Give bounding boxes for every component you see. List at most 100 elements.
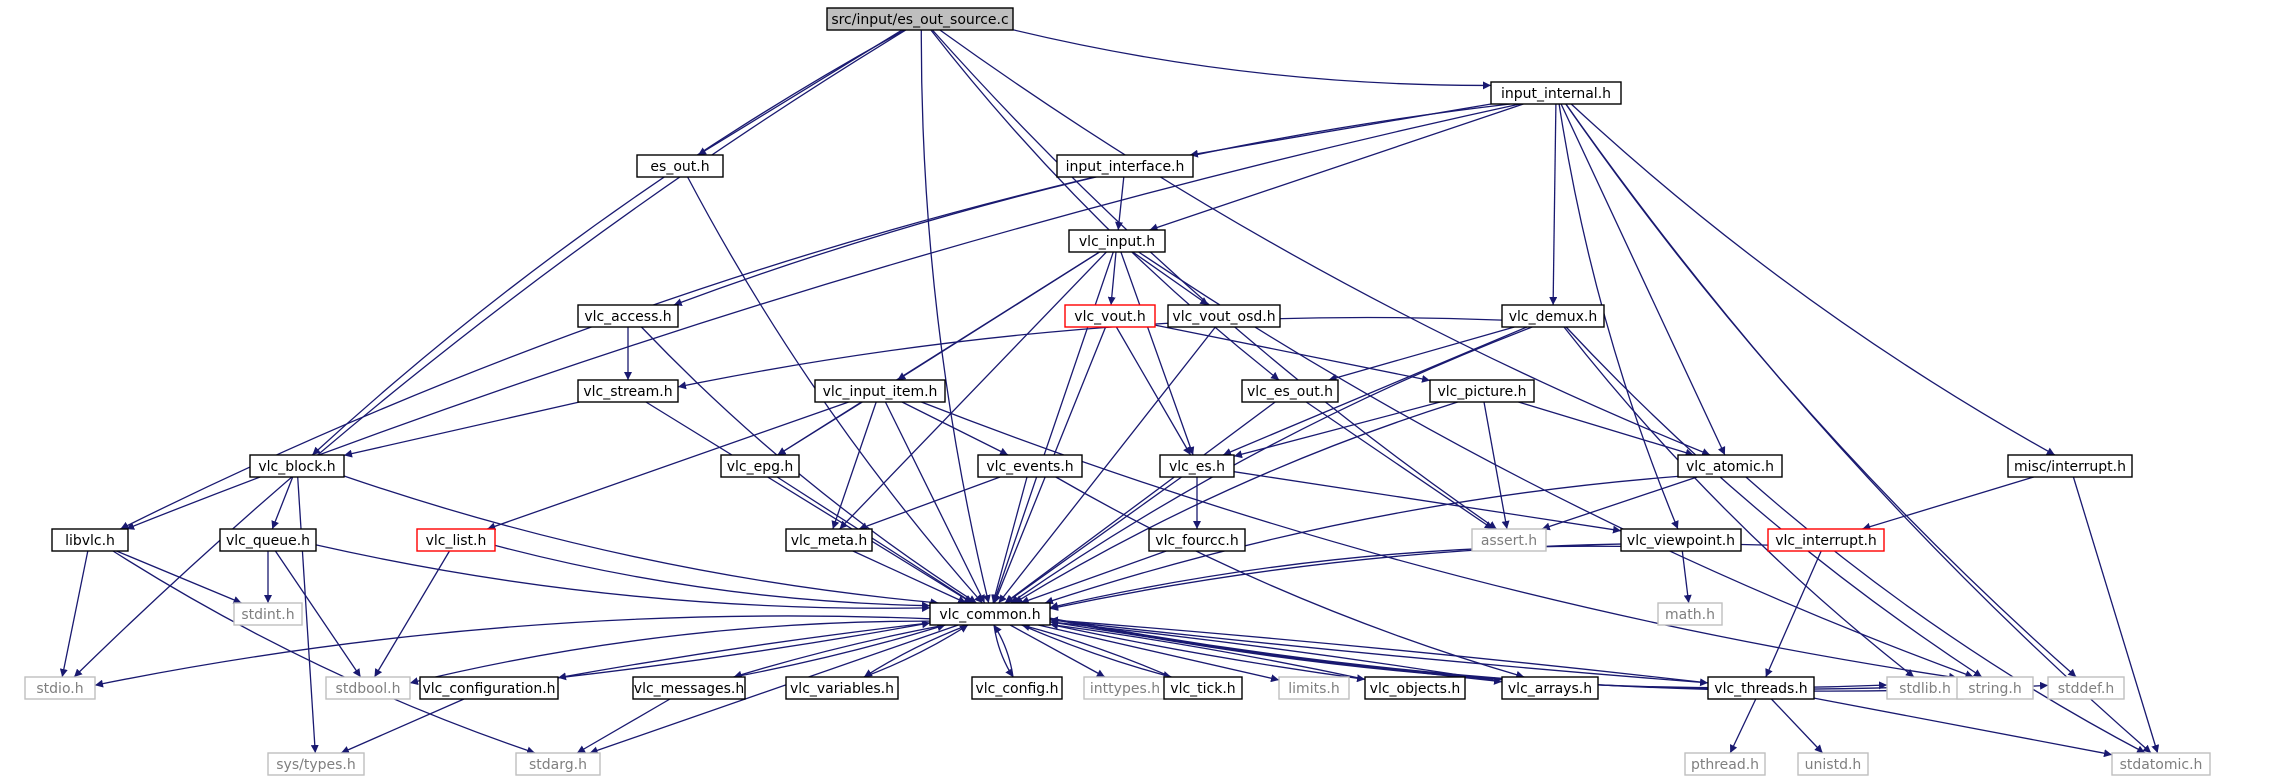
- node-vlc-epg[interactable]: vlc_epg.h: [720, 454, 800, 478]
- edge-vlc_messages-to-stdarg: [576, 698, 671, 754]
- node-box: [785, 528, 873, 552]
- edge-vlc_common-to-stdbool: [409, 620, 931, 686]
- node-box: [1620, 528, 1742, 552]
- node-vlc-stream[interactable]: vlc_stream.h: [577, 379, 679, 403]
- edge-vlc_es_out-to-assert: [1305, 401, 1494, 530]
- node-vlc-block[interactable]: vlc_block.h: [249, 454, 345, 478]
- node-box: [1490, 81, 1622, 105]
- edge-vlc_messages-to-vlc_common: [733, 623, 946, 678]
- node-label: vlc_demux.h: [1509, 309, 1598, 325]
- edge-src-to-vlc_es_out: [930, 29, 1280, 381]
- edge-vlc_list-to-stdbool: [373, 550, 451, 678]
- edge-libvlc-to-stdarg: [112, 550, 536, 755]
- node-vlc-messages[interactable]: vlc_messages.h: [632, 676, 746, 700]
- node-vlc-es-out[interactable]: vlc_es_out.h: [1241, 379, 1339, 403]
- edge-vlc_atomic-to-stdatomic: [1745, 476, 2146, 754]
- edge-vlc_threads-to-unistd: [1770, 698, 1824, 754]
- node-vlc-viewpoint[interactable]: vlc_viewpoint.h: [1620, 528, 1742, 552]
- node-box: [1677, 454, 1783, 478]
- node-stddef: stddef.h: [2047, 676, 2125, 700]
- edge-input_internal-to-stdatomic: [1565, 103, 2152, 754]
- node-vlc-vout-osd[interactable]: vlc_vout_osd.h: [1167, 304, 1281, 328]
- edge-src-to-assert: [931, 29, 1497, 530]
- node-es-out[interactable]: es_out.h: [636, 154, 724, 178]
- edge-vlc_queue-to-stdbool: [274, 550, 362, 678]
- edge-vlc_block-to-sys_types: [297, 476, 319, 754]
- edge-vlc_common-to-vlc_variables: [863, 624, 969, 678]
- node-vlc-atomic[interactable]: vlc_atomic.h: [1677, 454, 1783, 478]
- node-vlc-interrupt[interactable]: vlc_interrupt.h: [1767, 528, 1885, 552]
- node-label: vlc_access.h: [584, 309, 671, 325]
- node-vlc-variables[interactable]: vlc_variables.h: [785, 676, 899, 700]
- node-vlc-common[interactable]: vlc_common.h: [929, 602, 1051, 626]
- node-label: vlc_block.h: [258, 459, 335, 475]
- node-vlc-tick[interactable]: vlc_tick.h: [1163, 676, 1243, 700]
- node-label: assert.h: [1481, 533, 1537, 549]
- node-vlc-access[interactable]: vlc_access.h: [577, 304, 679, 328]
- node-box: [1684, 752, 1766, 776]
- edge-vlc_config-to-vlc_common: [993, 624, 1014, 678]
- edge-misc_interrupt-to-vlc_interrupt: [1862, 476, 2034, 531]
- node-stdbool: stdbool.h: [325, 676, 411, 700]
- edge-input_internal-to-libvlc: [125, 103, 1521, 530]
- node-label: inttypes.h: [1090, 681, 1160, 697]
- node-label: sys/types.h: [276, 757, 355, 773]
- node-vlc-list[interactable]: vlc_list.h: [416, 528, 496, 552]
- edge-vlc_input-to-vlc_es: [1120, 251, 1195, 456]
- node-vlc-config[interactable]: vlc_config.h: [971, 676, 1063, 700]
- node-vlc-queue[interactable]: vlc_queue.h: [219, 528, 317, 552]
- node-label: stdatomic.h: [2120, 757, 2203, 773]
- node-box: [1064, 304, 1156, 328]
- node-box: [1056, 154, 1194, 178]
- node-vlc-configuration[interactable]: vlc_configuration.h: [419, 676, 559, 700]
- node-label: vlc_fourcc.h: [1155, 533, 1238, 549]
- node-stdatomic: stdatomic.h: [2111, 752, 2211, 776]
- node-libvlc[interactable]: libvlc.h: [51, 528, 129, 552]
- edge-vlc_common-to-stdio: [94, 615, 931, 688]
- edge-src-to-stdio: [73, 29, 907, 678]
- node-vlc-input-item[interactable]: vlc_input_item.h: [814, 379, 946, 403]
- node-vlc-picture[interactable]: vlc_picture.h: [1429, 379, 1535, 403]
- node-box: [249, 454, 345, 478]
- edge-vlc_objects-to-vlc_common: [1049, 621, 1366, 680]
- edge-vlc_events-to-vlc_common: [991, 476, 1028, 604]
- node-label: vlc_configuration.h: [422, 681, 555, 697]
- node-box: [1068, 229, 1166, 253]
- node-input-interface[interactable]: input_interface.h: [1056, 154, 1194, 178]
- node-inttypes: inttypes.h: [1083, 676, 1167, 700]
- node-vlc-input[interactable]: vlc_input.h: [1068, 229, 1166, 253]
- node-pthread: pthread.h: [1684, 752, 1766, 776]
- node-vlc-objects[interactable]: vlc_objects.h: [1364, 676, 1466, 700]
- node-box: [720, 454, 800, 478]
- node-unistd: unistd.h: [1797, 752, 1869, 776]
- node-box: [24, 676, 96, 700]
- edge-vlc_common-to-vlc_messages: [733, 624, 946, 679]
- edge-vlc_picture-to-assert: [1483, 401, 1510, 530]
- node-vlc-threads[interactable]: vlc_threads.h: [1707, 676, 1815, 700]
- node-misc-interrupt[interactable]: misc/interrupt.h: [2007, 454, 2133, 478]
- node-vlc-meta[interactable]: vlc_meta.h: [785, 528, 873, 552]
- edge-vlc_configuration-to-vlc_common: [557, 620, 931, 679]
- node-vlc-vout[interactable]: vlc_vout.h: [1064, 304, 1156, 328]
- edge-vlc_viewpoint-to-vlc_common: [1049, 545, 1622, 610]
- node-box: [577, 304, 679, 328]
- edge-vlc_demux-to-vlc_es_out: [1328, 326, 1515, 382]
- node-vlc-arrays[interactable]: vlc_arrays.h: [1501, 676, 1599, 700]
- node-vlc-fourcc[interactable]: vlc_fourcc.h: [1148, 528, 1246, 552]
- node-vlc-demux[interactable]: vlc_demux.h: [1501, 304, 1605, 328]
- node-input-internal[interactable]: input_internal.h: [1490, 81, 1622, 105]
- node-box: [1707, 676, 1815, 700]
- node-vlc-events[interactable]: vlc_events.h: [977, 454, 1083, 478]
- node-box: [1167, 304, 1281, 328]
- node-label: string.h: [1968, 681, 2022, 697]
- node-box: [1471, 528, 1547, 552]
- node-vlc-es[interactable]: vlc_es.h: [1159, 454, 1235, 478]
- node-label: vlc_variables.h: [790, 681, 894, 697]
- node-label: vlc_arrays.h: [1508, 681, 1592, 697]
- node-label: vlc_threads.h: [1714, 681, 1807, 697]
- node-box: [1657, 602, 1723, 626]
- node-box: [1767, 528, 1885, 552]
- edge-vlc_demux-to-string: [1565, 326, 1983, 678]
- node-box: [1148, 528, 1246, 552]
- node-box: [233, 602, 303, 626]
